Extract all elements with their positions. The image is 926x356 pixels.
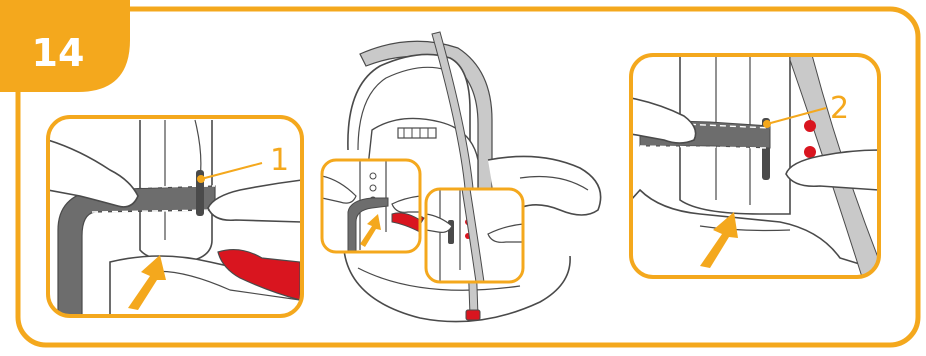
- right-hand-right-panel: [785, 149, 879, 191]
- red-indicator-lower: [804, 146, 816, 158]
- red-pad: [217, 248, 301, 301]
- right-hand: [207, 179, 302, 223]
- step-badge: 14: [0, 0, 130, 92]
- belt-buckle: [465, 309, 481, 321]
- car-seat-overview: [320, 31, 602, 323]
- left-detail-panel: 1: [46, 115, 304, 318]
- left-panel-frame: [46, 115, 304, 318]
- guide-line-lower: [91, 209, 216, 213]
- callout-2-leader: [766, 107, 827, 125]
- orange-arrow-icon-right: [700, 212, 738, 268]
- orange-arrow-icon: [128, 255, 166, 310]
- seat-base-right: [631, 188, 879, 277]
- seat-side-wing: [487, 155, 602, 233]
- red-indicator-upper: [804, 120, 816, 132]
- right-panel-frame: [629, 53, 881, 279]
- callout-2-label: 2: [830, 91, 849, 126]
- outer-frame: [15, 6, 921, 348]
- harness-slots: [397, 127, 437, 139]
- inset-frame-left: [320, 158, 422, 254]
- left-hand-right-panel: [631, 97, 697, 144]
- inset-frame-right: [424, 187, 525, 284]
- step-number: 14: [32, 31, 85, 75]
- left-hand: [48, 138, 139, 208]
- callout-1-leader: [200, 162, 263, 180]
- right-detail-panel: 2: [629, 53, 881, 279]
- callout-1-label: 1: [270, 143, 289, 178]
- step-badge-shape: [0, 0, 130, 92]
